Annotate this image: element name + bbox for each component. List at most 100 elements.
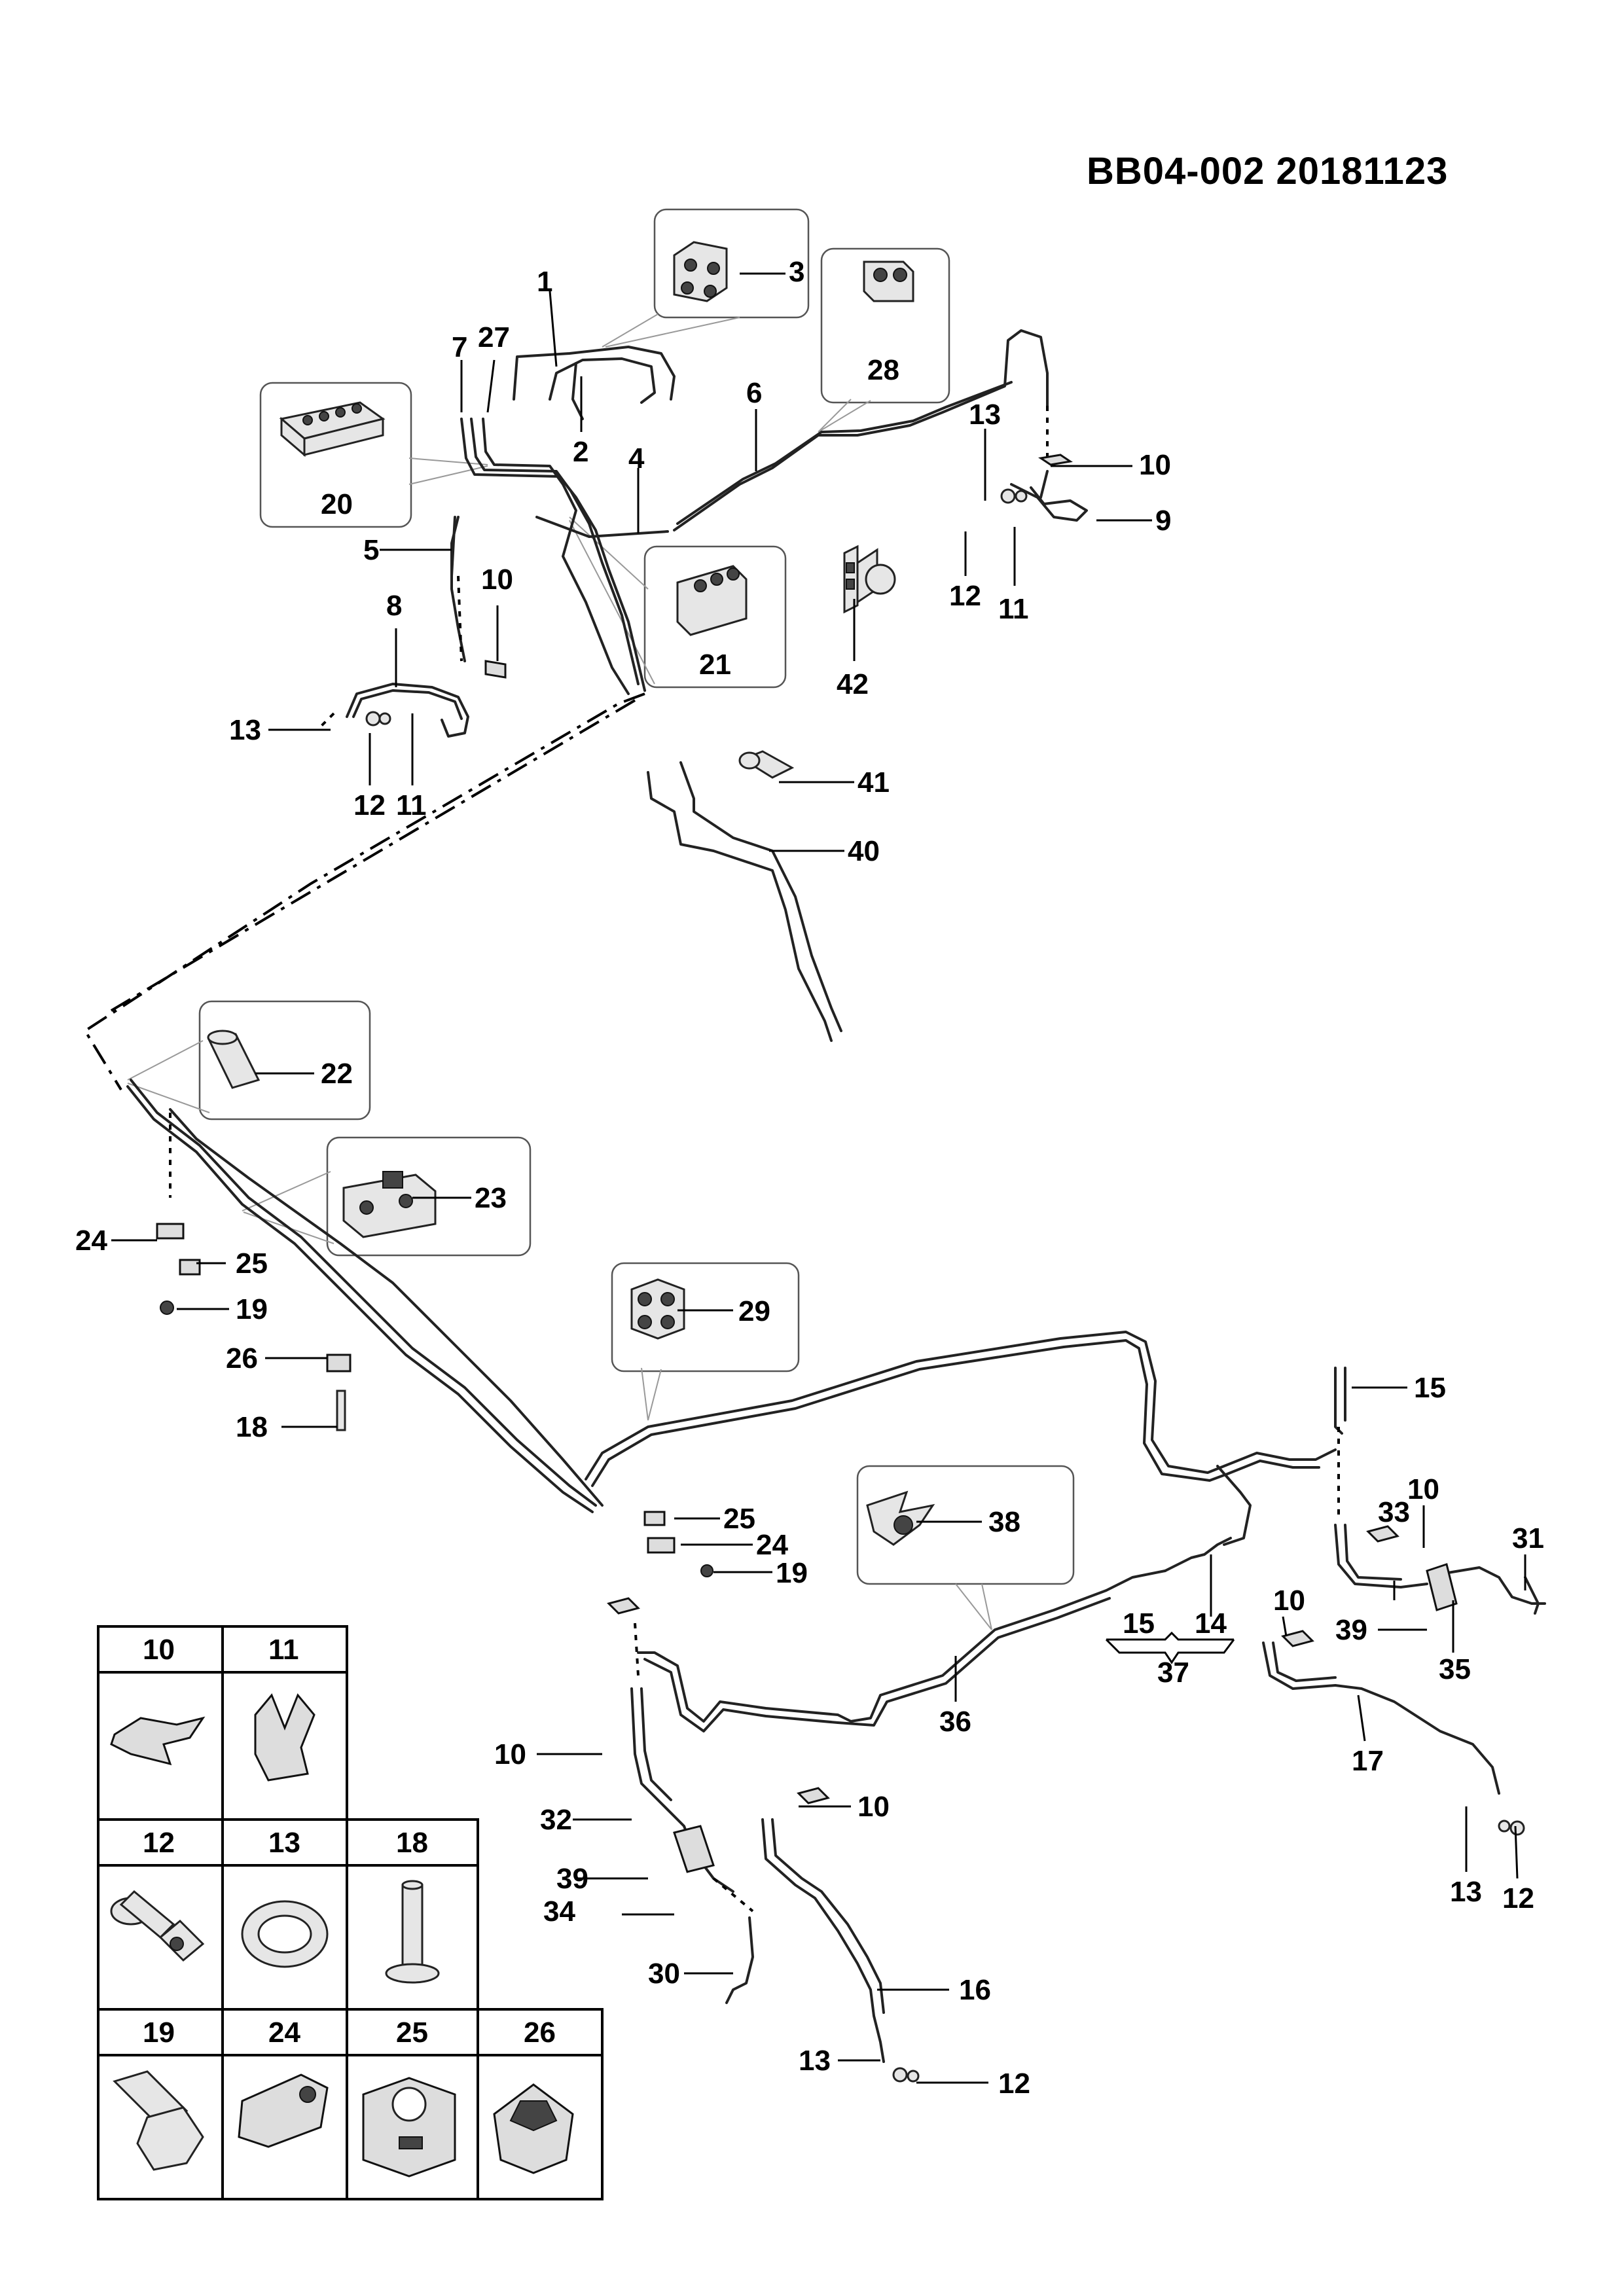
label-12-far-right: 12	[1502, 1882, 1534, 1914]
label-24-left: 24	[75, 1225, 107, 1257]
label-9: 9	[1155, 505, 1171, 537]
connection-line-lower	[103, 699, 636, 1016]
label-19-center: 19	[776, 1557, 808, 1589]
label-11-left: 11	[396, 789, 427, 821]
label-35: 35	[1439, 1653, 1471, 1685]
table-part-18	[385, 1880, 440, 1984]
label-10-left: 10	[481, 564, 513, 596]
clip-38-drawing	[866, 1490, 935, 1546]
label-25-left: 25	[236, 1247, 268, 1280]
clip-42-drawing	[843, 545, 896, 614]
label-13-bottom: 13	[799, 2045, 831, 2077]
label-29: 29	[738, 1295, 770, 1327]
label-21: 21	[699, 649, 731, 681]
label-33: 33	[1378, 1496, 1410, 1528]
label-34: 34	[543, 1895, 575, 1928]
label-16: 16	[959, 1974, 991, 2006]
table-part-24	[238, 2073, 329, 2148]
label-26: 26	[226, 1342, 258, 1374]
label-37: 37	[1157, 1657, 1189, 1689]
label-13-far-right: 13	[1450, 1876, 1482, 1908]
label-2: 2	[573, 436, 588, 468]
table-part-12	[110, 1890, 205, 1962]
label-10-bottom-center: 10	[857, 1791, 890, 1823]
label-10-right-lower: 10	[1273, 1585, 1305, 1617]
table-header-10: 10	[143, 1634, 175, 1666]
label-22: 22	[321, 1058, 353, 1090]
pipework	[126, 329, 1546, 2063]
label-24-center: 24	[756, 1529, 788, 1561]
callout-box-28	[820, 247, 950, 404]
label-15-right: 15	[1414, 1372, 1446, 1404]
label-38: 38	[988, 1506, 1020, 1538]
label-30: 30	[648, 1958, 680, 1990]
parts-table: 10 11 12 13 18 19 24 25 26	[97, 1625, 604, 2200]
clip-21-drawing	[676, 565, 748, 636]
clip-20-drawing	[279, 401, 386, 457]
table-part-10	[110, 1716, 206, 1766]
union-41-drawing	[738, 750, 795, 779]
table-header-13: 13	[268, 1827, 300, 1859]
hardware	[156, 454, 1525, 2083]
label-10-right-upper: 10	[1407, 1473, 1439, 1505]
callout-labels: 1 2 3 4 5 6 7 27 8 9 10 10 11 11 12 12 1…	[75, 256, 1544, 2100]
label-7: 7	[452, 331, 467, 363]
document-code: BB04-002 20181123	[1087, 150, 1449, 192]
label-1: 1	[537, 266, 552, 298]
label-39-right: 39	[1335, 1614, 1367, 1646]
label-11-right: 11	[998, 593, 1029, 625]
label-41: 41	[857, 766, 890, 798]
label-12-bottom: 12	[998, 2068, 1030, 2100]
table-header-26: 26	[524, 2017, 556, 2049]
table-part-25	[362, 2077, 456, 2178]
leader-lines	[111, 272, 1526, 2084]
connection-lines	[83, 406, 1340, 1912]
table-header-19: 19	[143, 2017, 175, 2049]
label-19-left: 19	[236, 1293, 268, 1325]
label-25-center: 25	[723, 1503, 755, 1535]
label-36: 36	[939, 1706, 971, 1738]
table-part-19	[113, 2070, 204, 2171]
sleeve-22-drawing	[207, 1030, 261, 1089]
table-part-26	[493, 2083, 574, 2174]
table-header-12: 12	[143, 1827, 175, 1859]
label-32: 32	[540, 1804, 572, 1836]
clip-3-drawing	[673, 241, 728, 302]
label-39-bottom: 39	[556, 1863, 588, 1895]
label-10-top-right: 10	[1139, 449, 1171, 481]
table-part-13	[241, 1900, 329, 1968]
table-header-24: 24	[268, 2017, 300, 2049]
clamp-23-drawing	[342, 1171, 437, 1238]
label-6: 6	[746, 377, 762, 409]
label-4: 4	[628, 442, 645, 475]
label-12-right: 12	[949, 580, 981, 612]
connection-line-upper	[83, 692, 645, 1091]
label-13-left: 13	[229, 714, 261, 746]
label-13-right: 13	[969, 399, 1001, 431]
callout-boxes	[127, 208, 1075, 1630]
table-header-11: 11	[268, 1634, 299, 1666]
label-23: 23	[475, 1182, 507, 1214]
block-28-drawing	[863, 260, 914, 302]
table-header-25: 25	[396, 2017, 428, 2049]
label-42: 42	[837, 668, 869, 700]
label-12-left: 12	[353, 789, 386, 821]
detail-parts	[207, 241, 935, 1546]
table-part-11	[254, 1693, 316, 1782]
table-header-18: 18	[396, 1827, 428, 1859]
label-20: 20	[321, 488, 353, 520]
label-5: 5	[363, 534, 379, 566]
clip-29-drawing	[630, 1278, 685, 1340]
callout-box-22	[198, 1000, 371, 1121]
label-10-bottom-left: 10	[494, 1738, 526, 1770]
label-15-bracket: 15	[1123, 1607, 1155, 1640]
label-27: 27	[478, 321, 510, 353]
label-14: 14	[1195, 1607, 1227, 1640]
label-3: 3	[789, 256, 804, 288]
label-28: 28	[867, 354, 899, 386]
callout-box-38	[856, 1465, 1075, 1585]
label-40: 40	[848, 835, 880, 867]
label-8: 8	[386, 590, 402, 622]
